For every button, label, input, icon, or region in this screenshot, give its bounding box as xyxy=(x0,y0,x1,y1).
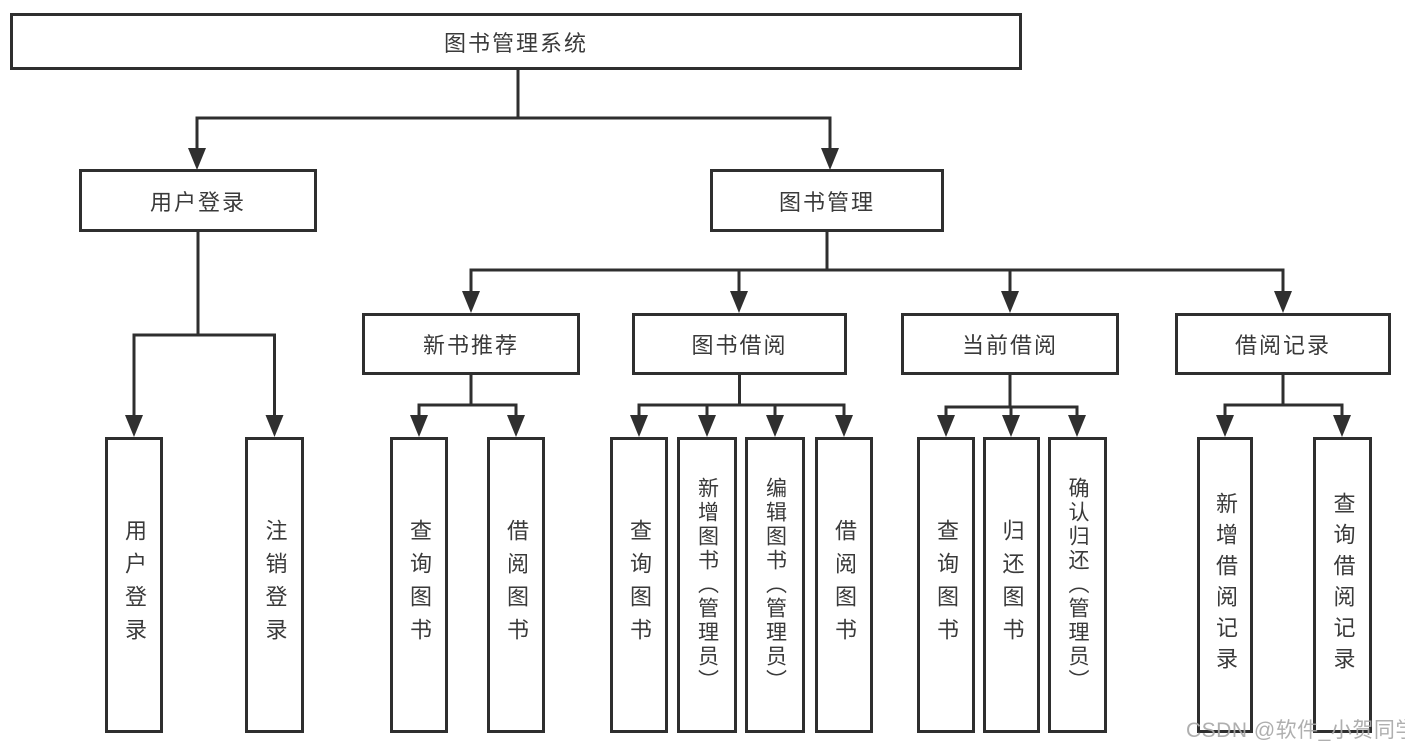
node-user-login-label: 用户登录 xyxy=(149,189,246,215)
leaf-borrow-books-recommend: 借阅图书 xyxy=(487,437,545,733)
leaf-add-borrow-record-label: 新增借阅记录 xyxy=(1213,492,1238,678)
node-current-borrowing-label: 当前借阅 xyxy=(961,333,1058,358)
leaf-user-login: 用户登录 xyxy=(105,437,163,733)
node-root-label: 图书管理系统 xyxy=(443,30,588,56)
leaf-return-book: 归还图书 xyxy=(983,437,1040,733)
leaf-query-books-current-label: 查询图书 xyxy=(934,519,959,651)
leaf-return-book-label: 归还图书 xyxy=(999,519,1025,651)
watermark-text: CSDN @软件_小贺同学 xyxy=(1186,719,1405,742)
leaf-borrow-books-borrow-label: 借阅图书 xyxy=(832,519,857,651)
node-book-borrowing: 图书借阅 xyxy=(632,313,847,375)
leaf-query-books-recommend-label: 查询图书 xyxy=(407,519,432,651)
leaf-add-book-admin-label: 新增图书（管理员） xyxy=(695,477,719,693)
leaf-borrow-books-recommend-label: 借阅图书 xyxy=(504,519,529,651)
leaf-user-login-label: 用户登录 xyxy=(122,519,147,651)
node-new-book-recommend-label: 新书推荐 xyxy=(422,333,519,358)
leaf-edit-book-admin-label: 编辑图书（管理员） xyxy=(763,477,787,693)
leaf-query-borrow-record: 查询借阅记录 xyxy=(1313,437,1372,733)
leaf-edit-book-admin: 编辑图书（管理员） xyxy=(745,437,805,733)
leaf-query-borrow-record-label: 查询借阅记录 xyxy=(1330,492,1356,678)
node-new-book-recommend: 新书推荐 xyxy=(362,313,580,375)
leaf-add-borrow-record: 新增借阅记录 xyxy=(1197,437,1253,733)
leaf-query-books-borrow: 查询图书 xyxy=(610,437,668,733)
leaf-query-books-current: 查询图书 xyxy=(917,437,975,733)
leaf-add-book-admin: 新增图书（管理员） xyxy=(677,437,737,733)
node-borrow-records: 借阅记录 xyxy=(1175,313,1391,375)
leaf-confirm-return-admin: 确认归还（管理员） xyxy=(1048,437,1107,733)
leaf-query-books-recommend: 查询图书 xyxy=(390,437,448,733)
leaf-logout-label: 注销登录 xyxy=(262,519,288,651)
node-book-borrowing-label: 图书借阅 xyxy=(691,333,788,358)
leaf-borrow-books-borrow: 借阅图书 xyxy=(815,437,873,733)
leaf-confirm-return-admin-label: 确认归还（管理员） xyxy=(1066,477,1089,693)
node-user-login: 用户登录 xyxy=(79,169,317,232)
leaf-query-books-borrow-label: 查询图书 xyxy=(627,519,652,651)
leaf-logout: 注销登录 xyxy=(245,437,304,733)
node-root: 图书管理系统 xyxy=(10,13,1022,70)
node-current-borrowing: 当前借阅 xyxy=(901,313,1119,375)
node-book-management-label: 图书管理 xyxy=(778,189,875,215)
node-borrow-records-label: 借阅记录 xyxy=(1234,333,1331,358)
node-book-management: 图书管理 xyxy=(710,169,944,232)
